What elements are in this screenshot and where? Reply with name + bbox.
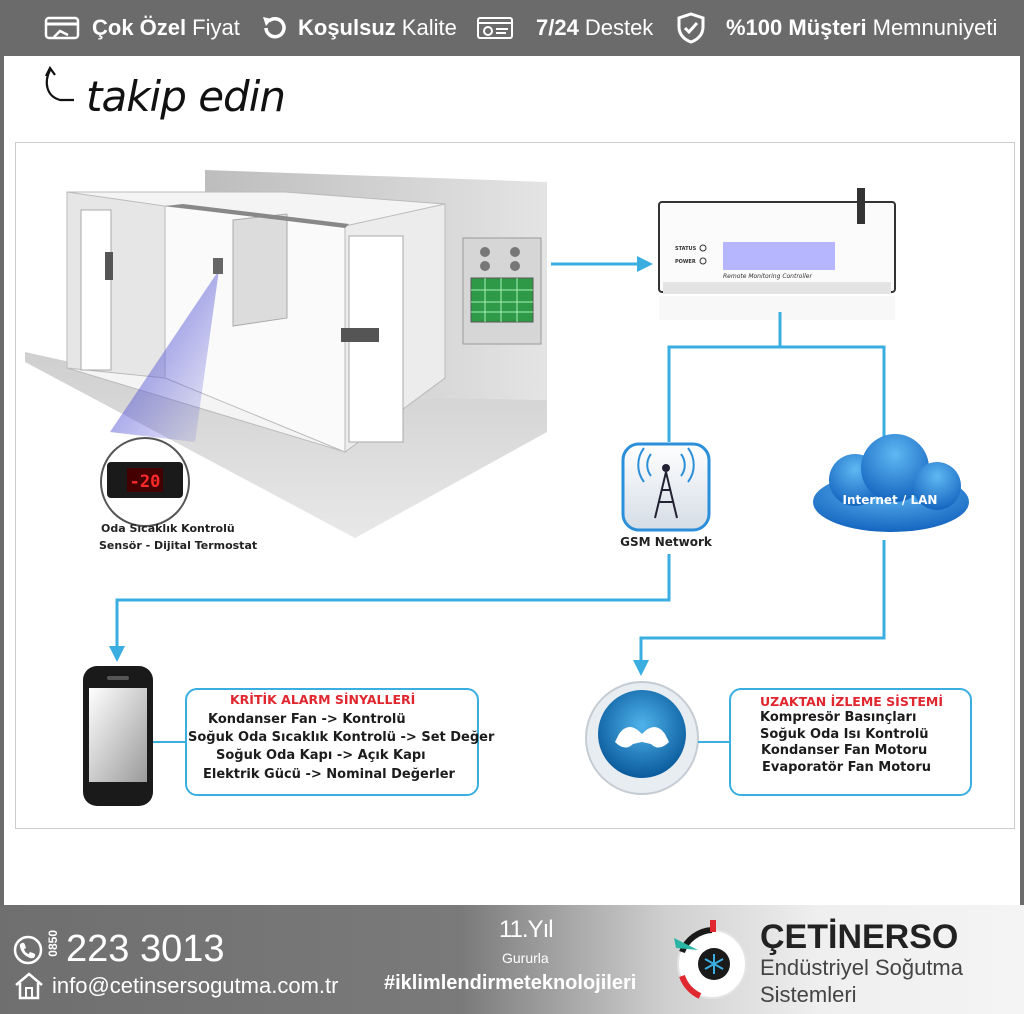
- alarm-line-4: Elektrik Gücü -> Nominal Değerler: [203, 767, 455, 782]
- gsm-label: GSM Network: [620, 535, 713, 549]
- brand-logo-icon: [674, 920, 747, 999]
- phone-prefix: 0850: [46, 930, 60, 957]
- critical-alarm-box: [185, 688, 479, 796]
- monitor-line-1: Kompresör Basınçları: [760, 710, 917, 725]
- antenna: [857, 188, 865, 224]
- controller-label: Remote Monitoring Controller: [723, 273, 812, 280]
- brand-subtitle-1: Endüstriyel Soğutma: [760, 955, 963, 980]
- home-icon: [15, 972, 43, 1000]
- link-gsm-phone: [115, 554, 671, 648]
- monitor-line-4: Evaporatör Fan Motoru: [762, 760, 931, 775]
- side-door: [80, 209, 112, 371]
- critical-alarm-title: KRİTİK ALARM SİNYALLERİ: [230, 692, 416, 707]
- monitor-line-2: Soğuk Oda Isı Kontrolü: [760, 727, 929, 742]
- shield-check-icon: [676, 12, 706, 44]
- internet-label: Internet / LAN: [843, 493, 938, 507]
- open-door: [232, 213, 288, 327]
- footer-bar: [0, 905, 1024, 1014]
- phone-icon: [13, 935, 43, 965]
- smartphone-icon: [83, 666, 153, 806]
- alarm-line-3: Soğuk Oda Kapı -> Açık Kapı: [216, 748, 426, 763]
- sensor-label-line2: Sensör - Dijital Termostat: [99, 539, 257, 552]
- controller-status: STATUS: [675, 246, 697, 252]
- controller-power: POWER: [675, 259, 696, 265]
- phone-number[interactable]: 223 3013: [66, 928, 225, 970]
- monitor-line-3: Kondanser Fan Motoru: [761, 743, 928, 758]
- binoculars-icon: [585, 681, 699, 795]
- brand-name: ÇETİNERSO: [760, 918, 959, 956]
- gsm-tower-icon: [621, 442, 711, 532]
- sensor-label-line1: Oda Sıcaklık Kontrolü: [101, 522, 235, 535]
- follow-text: takip edin: [86, 72, 286, 121]
- link-internet-monitor: [639, 540, 886, 662]
- support-card-icon: [476, 15, 516, 41]
- link-controller-gsm: [667, 312, 782, 442]
- gururla-text: Gururla: [502, 950, 549, 966]
- remote-monitoring-box: [729, 688, 972, 796]
- years-badge: 11.Yıl: [499, 916, 554, 943]
- alarm-line-1: Kondanser Fan -> Kontrolü: [208, 712, 406, 727]
- remote-monitoring-title: UZAKTAN İZLEME SİSTEMİ: [760, 694, 943, 709]
- sensor-beam: [110, 270, 219, 442]
- link-controller-internet: [780, 345, 886, 442]
- brand-subtitle-2: Sistemleri: [760, 982, 857, 1007]
- alarm-line-2: Soğuk Oda Sıcaklık Kontrolü -> Set Değer: [188, 730, 495, 745]
- email-link[interactable]: info@cetinsersogutma.com.tr: [52, 973, 339, 998]
- hashtag: #iklimlendirmeteknolojileri: [384, 972, 637, 994]
- internet-cloud-icon: [813, 434, 969, 532]
- thermostat-display: -20: [130, 472, 161, 492]
- diagram-graphics: -20 Oda Sıcaklık Kontrolü Sensör - Dijit…: [25, 170, 969, 806]
- follow-arrow-icon: [45, 65, 74, 102]
- credit-card-icon: [44, 15, 84, 41]
- refresh-icon: [260, 13, 290, 43]
